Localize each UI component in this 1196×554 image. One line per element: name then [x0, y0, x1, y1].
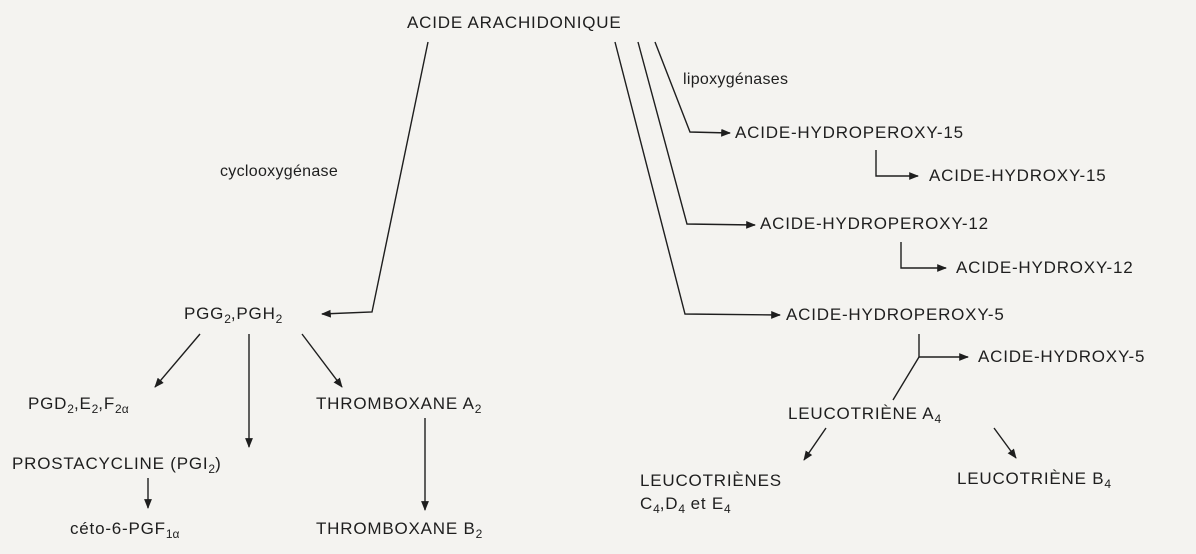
pgg-subscript: 2 — [224, 312, 231, 326]
node-hydroperoxy-15: ACIDE-HYDROPEROXY-15 — [735, 123, 964, 142]
e4-text: E — [711, 493, 725, 513]
arrow-arachidonic-to-pgg — [321, 41, 429, 318]
pgd-subscript: 2 — [67, 402, 74, 416]
arrow-leucotriene-a4-to-cde — [803, 427, 827, 461]
pgh-subscript: 2 — [275, 312, 283, 326]
f-text: F — [103, 394, 116, 413]
node-thromboxane-a2: THROMBOXANE A2 — [316, 395, 481, 415]
leucotriene-b-text: LEUCOTRIÈNE B — [957, 469, 1105, 488]
c-subscript: 4 — [653, 501, 660, 516]
arrow-arachidonic-to-hydroperoxy-5 — [614, 41, 781, 319]
node-leucotrienes-c4-d4-e4: LEUCOTRIÈNES C4,D4 et E4 — [640, 470, 782, 517]
node-prostacycline: PROSTACYCLINE (PGI2) — [12, 455, 222, 475]
leucotriene-b-subscript: 4 — [1104, 477, 1112, 491]
d-text: D — [665, 493, 679, 513]
label-cyclooxygenase: cyclooxygénase — [220, 163, 339, 180]
node-leucotriene-a4: LEUCOTRIÈNE A4 — [788, 405, 941, 425]
node-arachidonic-acid: ACIDE ARACHIDONIQUE — [407, 13, 622, 32]
line-hydroperoxy-5-to-leucotriene-a4 — [892, 356, 920, 401]
node-pgd2-e2-f2a: PGD2,E2,F2α — [28, 395, 129, 415]
prostacycline-text: PROSTACYCLINE (PGI — [12, 454, 209, 473]
thromboxane-b-subscript: 2 — [475, 527, 483, 541]
e-text: E — [79, 394, 92, 413]
node-ceto-6-pgf1a: céto-6-PGF1α — [70, 520, 179, 540]
node-hydroperoxy-12: ACIDE-HYDROPEROXY-12 — [760, 214, 989, 233]
pgd-text: PGD — [28, 394, 68, 413]
pgh-text: PGH — [236, 304, 276, 323]
arrow-pgg-to-thromboxane-a2 — [301, 333, 343, 388]
node-hydroxy-5: ACIDE-HYDROXY-5 — [978, 347, 1146, 366]
arrow-pgg-to-pgd — [154, 333, 201, 388]
f-subscript: 2α — [115, 402, 129, 416]
c-text: C — [640, 493, 654, 513]
d-subscript: 4 — [678, 501, 686, 516]
node-hydroperoxy-5: ACIDE-HYDROPEROXY-5 — [786, 305, 1005, 324]
arrow-arachidonic-to-hydroperoxy-15 — [654, 41, 731, 137]
c-separator: , — [659, 493, 666, 513]
e4-subscript: 4 — [724, 501, 731, 516]
leucotrienes-line1: LEUCOTRIÈNES — [640, 471, 782, 490]
leucotrienes-line2: C4,D4 et E4 — [640, 493, 782, 517]
pgg-text: PGG — [184, 304, 225, 323]
arrow-hydroperoxy-12-to-hydroxy-12 — [900, 242, 947, 272]
thromboxane-a-text: THROMBOXANE A — [316, 394, 475, 413]
et-text: et — [685, 493, 712, 513]
thromboxane-a-subscript: 2 — [474, 402, 482, 416]
arrow-hydroperoxy-5-to-hydroxy-5 — [918, 334, 969, 361]
prostacycline-close: ) — [215, 454, 222, 473]
node-pgg2-pgh2: PGG2,PGH2 — [184, 305, 282, 325]
leucotriene-a-subscript: 4 — [934, 412, 942, 426]
arrow-hydroperoxy-15-to-hydroxy-15 — [875, 150, 919, 180]
node-hydroxy-15: ACIDE-HYDROXY-15 — [929, 166, 1107, 185]
arrow-leucotriene-a4-to-b4 — [993, 427, 1017, 459]
pgg-separator: , — [230, 304, 237, 323]
pgd-separator: , — [73, 394, 80, 413]
node-leucotriene-b4: LEUCOTRIÈNE B4 — [957, 470, 1111, 490]
leucotriene-a-text: LEUCOTRIÈNE A — [788, 404, 935, 423]
ceto-pgf-text: céto-6-PGF — [70, 519, 166, 538]
label-lipoxygenases: lipoxygénases — [683, 71, 789, 88]
prostacycline-subscript: 2 — [208, 462, 216, 476]
thromboxane-b-text: THROMBOXANE B — [316, 519, 476, 538]
e-subscript: 2 — [91, 402, 99, 416]
e-separator: , — [98, 394, 104, 413]
node-hydroxy-12: ACIDE-HYDROXY-12 — [956, 258, 1134, 277]
arrow-arachidonic-to-hydroperoxy-12 — [637, 41, 756, 229]
node-thromboxane-b2: THROMBOXANE B2 — [316, 520, 482, 540]
ceto-pgf-subscript: 1α — [165, 527, 180, 541]
